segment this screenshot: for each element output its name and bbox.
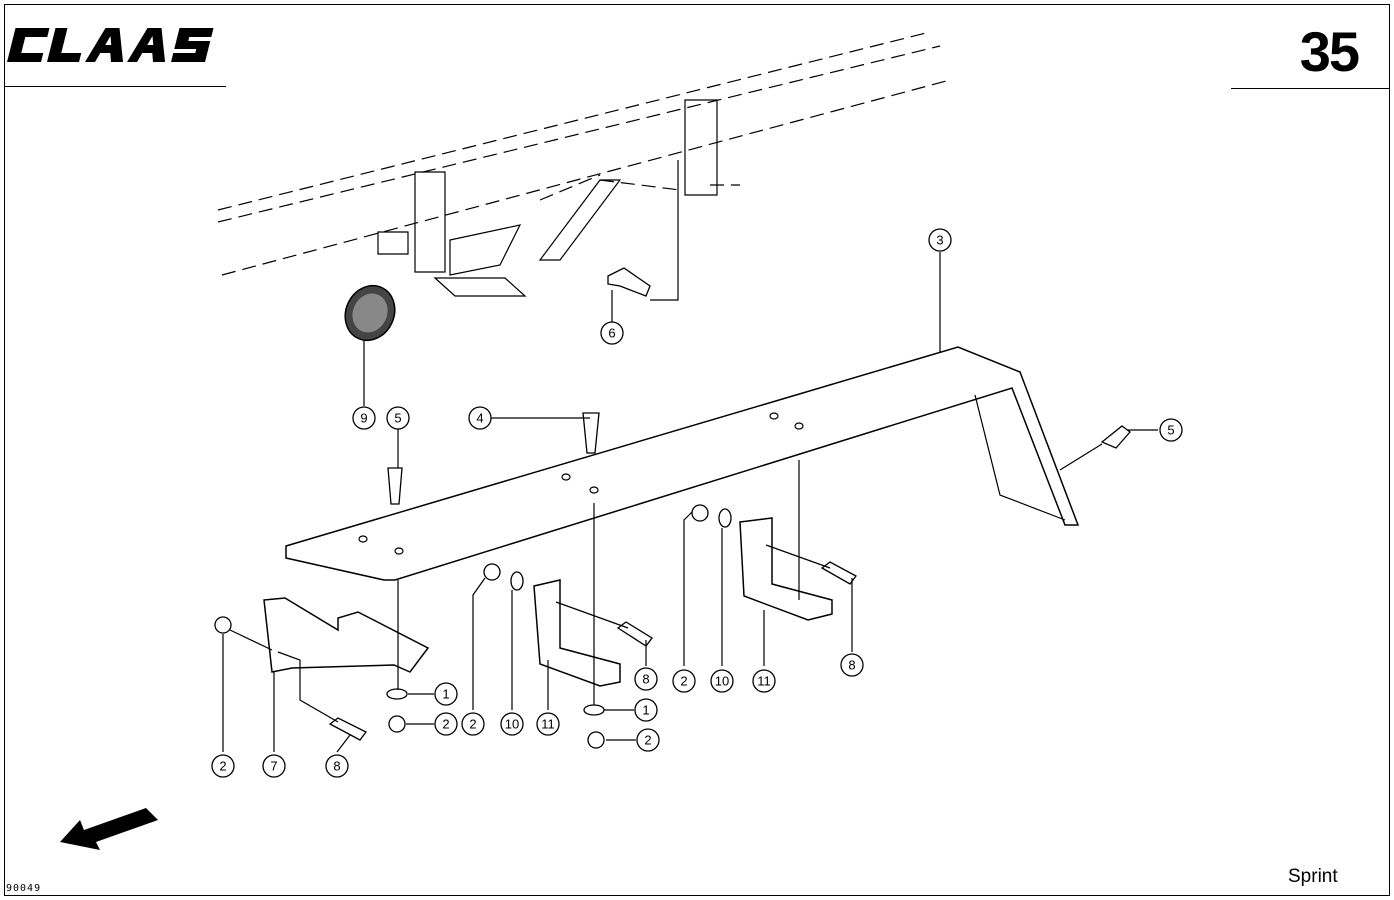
svg-text:2: 2 [644, 733, 651, 748]
claas-logo [7, 28, 214, 62]
brackets [263, 517, 833, 687]
header-rule-right [1231, 88, 1390, 89]
svg-text:8: 8 [642, 672, 649, 687]
callout-10: 10 [710, 669, 734, 693]
callout-4: 4 [468, 406, 492, 430]
leader-lines [222, 160, 1158, 753]
svg-text:3: 3 [936, 233, 943, 248]
svg-text:2: 2 [469, 717, 476, 732]
svg-text:10: 10 [715, 674, 729, 689]
callout-1: 1 [434, 682, 458, 706]
callout-2: 2 [636, 728, 660, 752]
svg-text:7: 7 [270, 759, 277, 774]
svg-text:11: 11 [757, 674, 771, 689]
svg-text:5: 5 [394, 411, 401, 426]
svg-text:9: 9 [360, 411, 367, 426]
callout-2: 2 [461, 712, 485, 736]
callout-2: 2 [672, 669, 696, 693]
svg-text:8: 8 [333, 759, 340, 774]
callout-6: 6 [600, 321, 624, 345]
svg-text:5: 5 [1167, 423, 1174, 438]
callout-8: 8 [840, 653, 864, 677]
callout-7: 7 [262, 754, 286, 778]
chassis-outline [217, 31, 951, 297]
callout-5: 5 [386, 406, 410, 430]
callout-8: 8 [325, 754, 349, 778]
svg-text:4: 4 [476, 411, 483, 426]
callout-8: 8 [634, 667, 658, 691]
svg-text:2: 2 [680, 674, 687, 689]
callout-9: 9 [352, 406, 376, 430]
callout-2: 2 [434, 712, 458, 736]
callout-10: 10 [500, 712, 524, 736]
page-number: 35 [1299, 20, 1360, 83]
callout-1: 1 [634, 698, 658, 722]
svg-text:1: 1 [642, 703, 649, 718]
nuts-and-washers [214, 504, 732, 749]
mudguard-bar [285, 346, 1080, 581]
svg-text:8: 8 [848, 658, 855, 673]
callout-11: 11 [752, 669, 776, 693]
svg-text:11: 11 [541, 717, 555, 732]
drawing-number: 90049 [6, 883, 42, 894]
callout-5: 5 [1159, 418, 1183, 442]
svg-text:1: 1 [442, 687, 449, 702]
callout-11: 11 [536, 712, 560, 736]
reflector [344, 284, 396, 342]
header-rule-left [4, 86, 226, 87]
svg-text:6: 6 [608, 326, 615, 341]
model-name: Sprint [1288, 866, 1338, 887]
svg-text:10: 10 [505, 717, 519, 732]
svg-text:2: 2 [219, 759, 226, 774]
arrow-down-left-icon [60, 808, 158, 850]
callout-2: 2 [211, 754, 235, 778]
callout-3: 3 [928, 228, 952, 252]
page-frame [4, 4, 1390, 896]
svg-text:2: 2 [442, 717, 449, 732]
